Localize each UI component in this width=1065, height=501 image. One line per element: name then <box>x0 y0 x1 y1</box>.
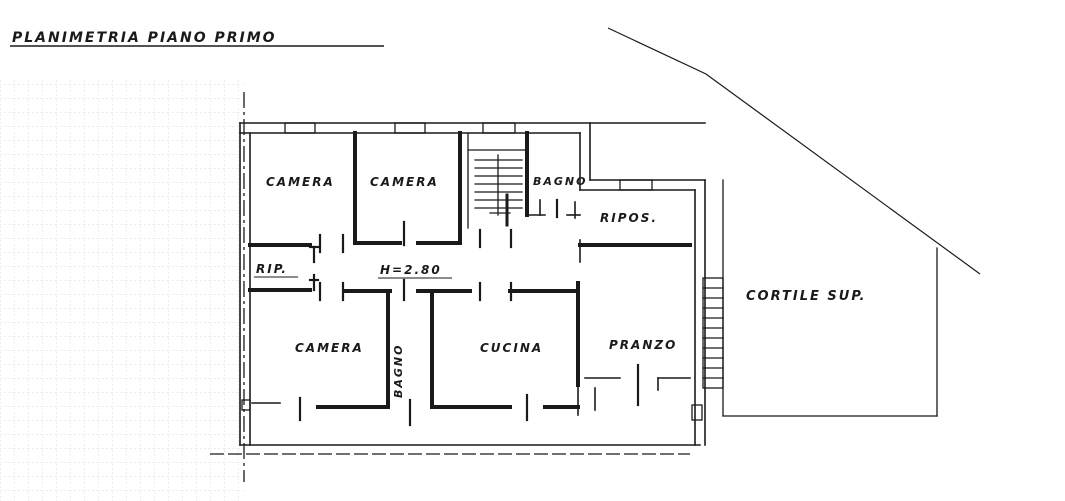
room-label-camera-2: CAMERA <box>370 175 439 189</box>
room-label-camera-3: CAMERA <box>295 341 364 355</box>
property-line <box>607 27 981 275</box>
room-label-cucina: CUCINA <box>480 341 543 355</box>
outer-walls <box>239 122 706 446</box>
external-stairs <box>691 277 724 421</box>
room-label-bagno-vertical: BAGNO <box>392 344 405 398</box>
staircase <box>467 132 528 229</box>
room-label-bagno-top: BAGNO <box>533 175 587 188</box>
room-label-camera-1: CAMERA <box>266 175 335 189</box>
ceiling-height-label: H=2.80 <box>380 263 442 277</box>
page-title: PLANIMETRIA PIANO PRIMO <box>12 30 277 46</box>
door-jambs <box>298 198 640 427</box>
room-label-pranzo: PRANZO <box>609 338 677 352</box>
background-grid <box>0 80 245 501</box>
room-label-cortile: CORTILE SUP. <box>746 289 866 304</box>
room-label-ripostiglio: RIPOS. <box>600 211 658 225</box>
thin-walls <box>251 199 691 416</box>
courtyard-outline <box>722 179 938 417</box>
interior-walls <box>248 131 692 409</box>
windows <box>241 122 653 411</box>
room-label-rip: RIP. <box>256 262 288 276</box>
